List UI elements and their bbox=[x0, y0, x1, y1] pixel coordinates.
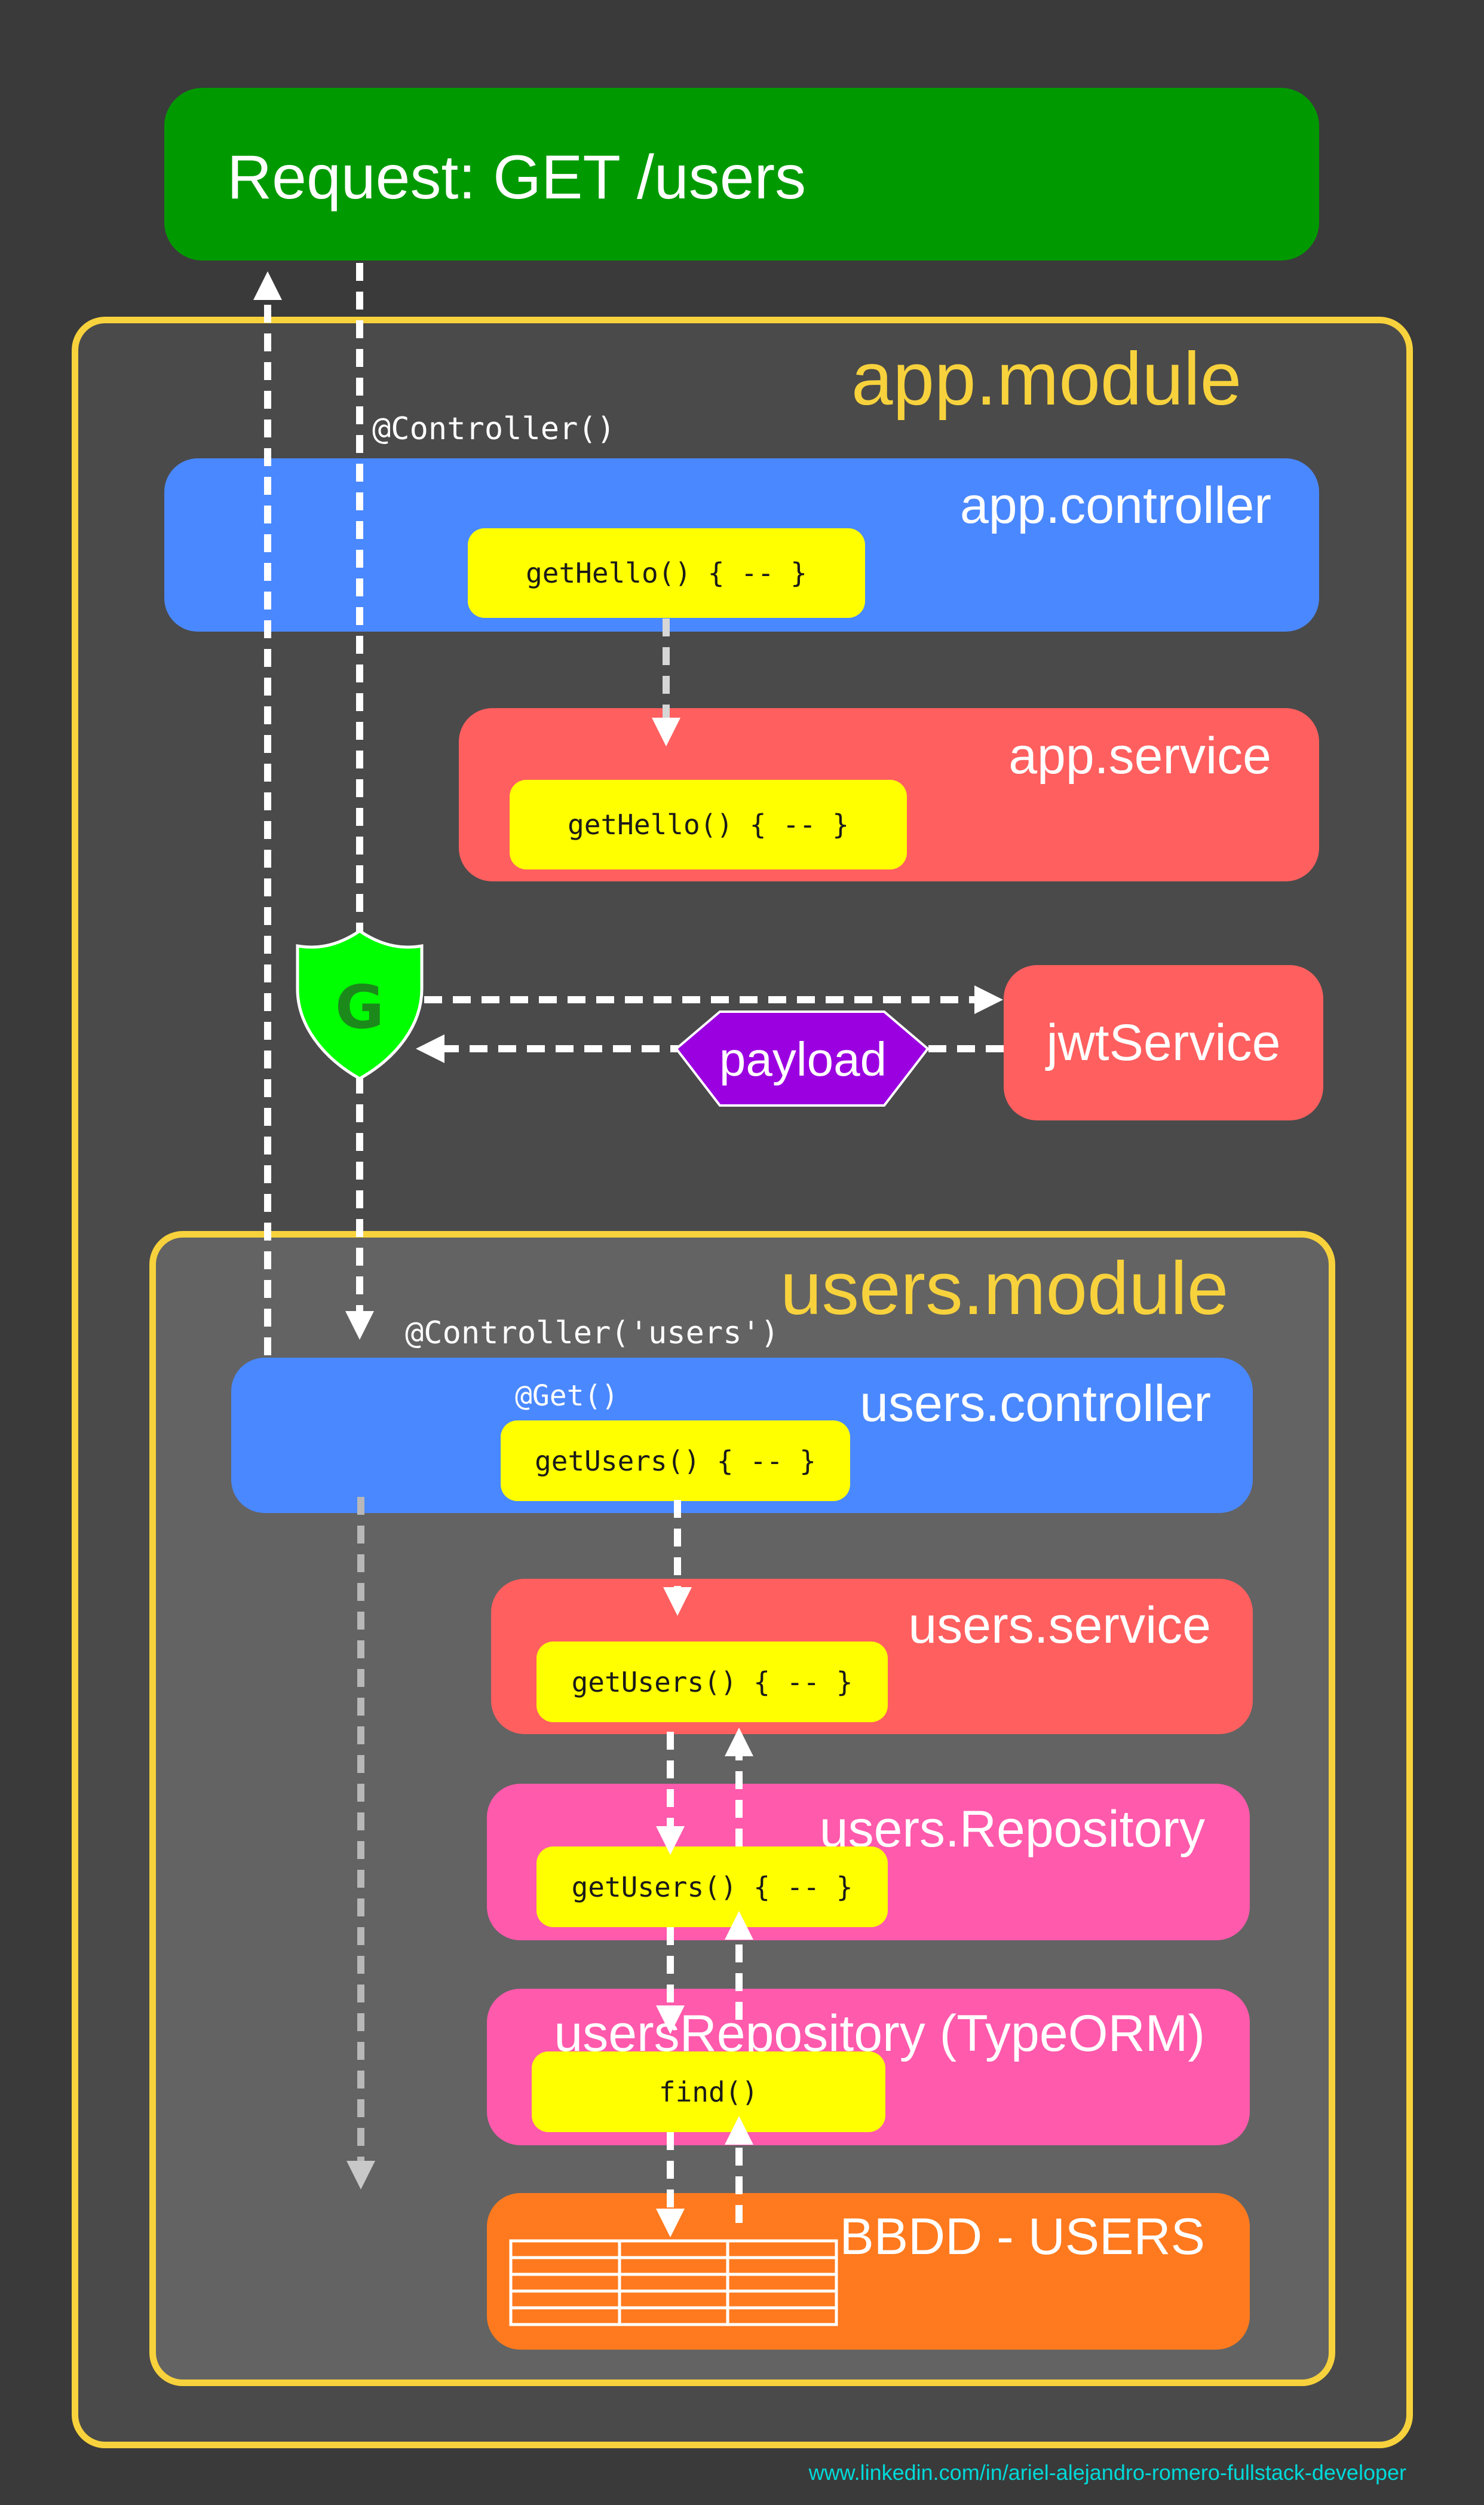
typeorm-find-method: find() bbox=[532, 2051, 885, 2132]
users-service-method: getUsers() { -- } bbox=[536, 1642, 888, 1722]
users-service-title: users.service bbox=[908, 1597, 1211, 1654]
app-service-title: app.service bbox=[1008, 727, 1271, 785]
request-bar bbox=[164, 88, 1319, 261]
guard-letter: G bbox=[335, 972, 384, 1042]
users-repository-method: getUsers() { -- } bbox=[536, 1846, 888, 1927]
get-decorator: @Get() bbox=[515, 1379, 619, 1413]
app-controller-method: getHello() { -- } bbox=[468, 528, 865, 618]
users-repository-title: users.Repository bbox=[819, 1800, 1205, 1858]
jwt-service-title: jwtService bbox=[1046, 1014, 1281, 1071]
request-label: Request: GET /users bbox=[227, 143, 807, 212]
users-controller-decorator: @Controller('users') bbox=[405, 1315, 780, 1351]
payload-label: payload bbox=[719, 1033, 887, 1086]
users-controller-title: users.controller bbox=[860, 1375, 1211, 1432]
users-controller-method: getUsers() { -- } bbox=[501, 1420, 850, 1501]
users-module-title: users.module bbox=[780, 1247, 1229, 1330]
jwt-service-box: jwtService bbox=[1004, 965, 1323, 1120]
linkedin-link[interactable]: www.linkedin.com/in/ariel-alejandro-rome… bbox=[808, 2460, 1406, 2485]
app-module-title: app.module bbox=[851, 338, 1242, 421]
app-controller-decorator: @Controller() bbox=[372, 411, 615, 447]
payload-shape bbox=[674, 1010, 930, 1107]
app-controller-title: app.controller bbox=[959, 477, 1271, 534]
database-title: BBDD - USERS bbox=[839, 2208, 1205, 2265]
app-service-method: getHello() { -- } bbox=[510, 780, 907, 869]
guard-shield-icon bbox=[296, 929, 424, 1080]
database-table-icon bbox=[509, 2239, 838, 2326]
